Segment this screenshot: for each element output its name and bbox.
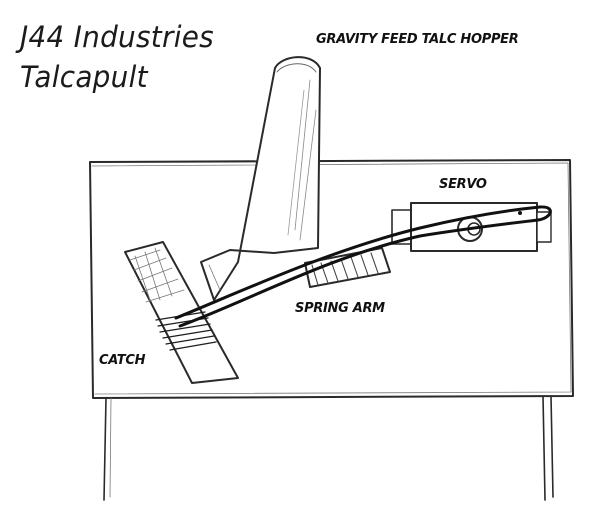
table-legs bbox=[103, 395, 554, 501]
spring-arm bbox=[174, 205, 552, 328]
label-hopper: GRAVITY FEED TALC HOPPER bbox=[316, 32, 519, 47]
talc-hopper bbox=[200, 56, 321, 301]
label-spring-arm: SPRING ARM bbox=[295, 301, 385, 316]
label-servo: SERVO bbox=[439, 177, 487, 192]
label-catch: CATCH bbox=[99, 353, 146, 368]
table-board bbox=[89, 159, 574, 399]
catch bbox=[124, 241, 239, 384]
title-line-1: J44 Industries bbox=[20, 20, 214, 54]
title-line-2: Talcapult bbox=[20, 60, 148, 94]
